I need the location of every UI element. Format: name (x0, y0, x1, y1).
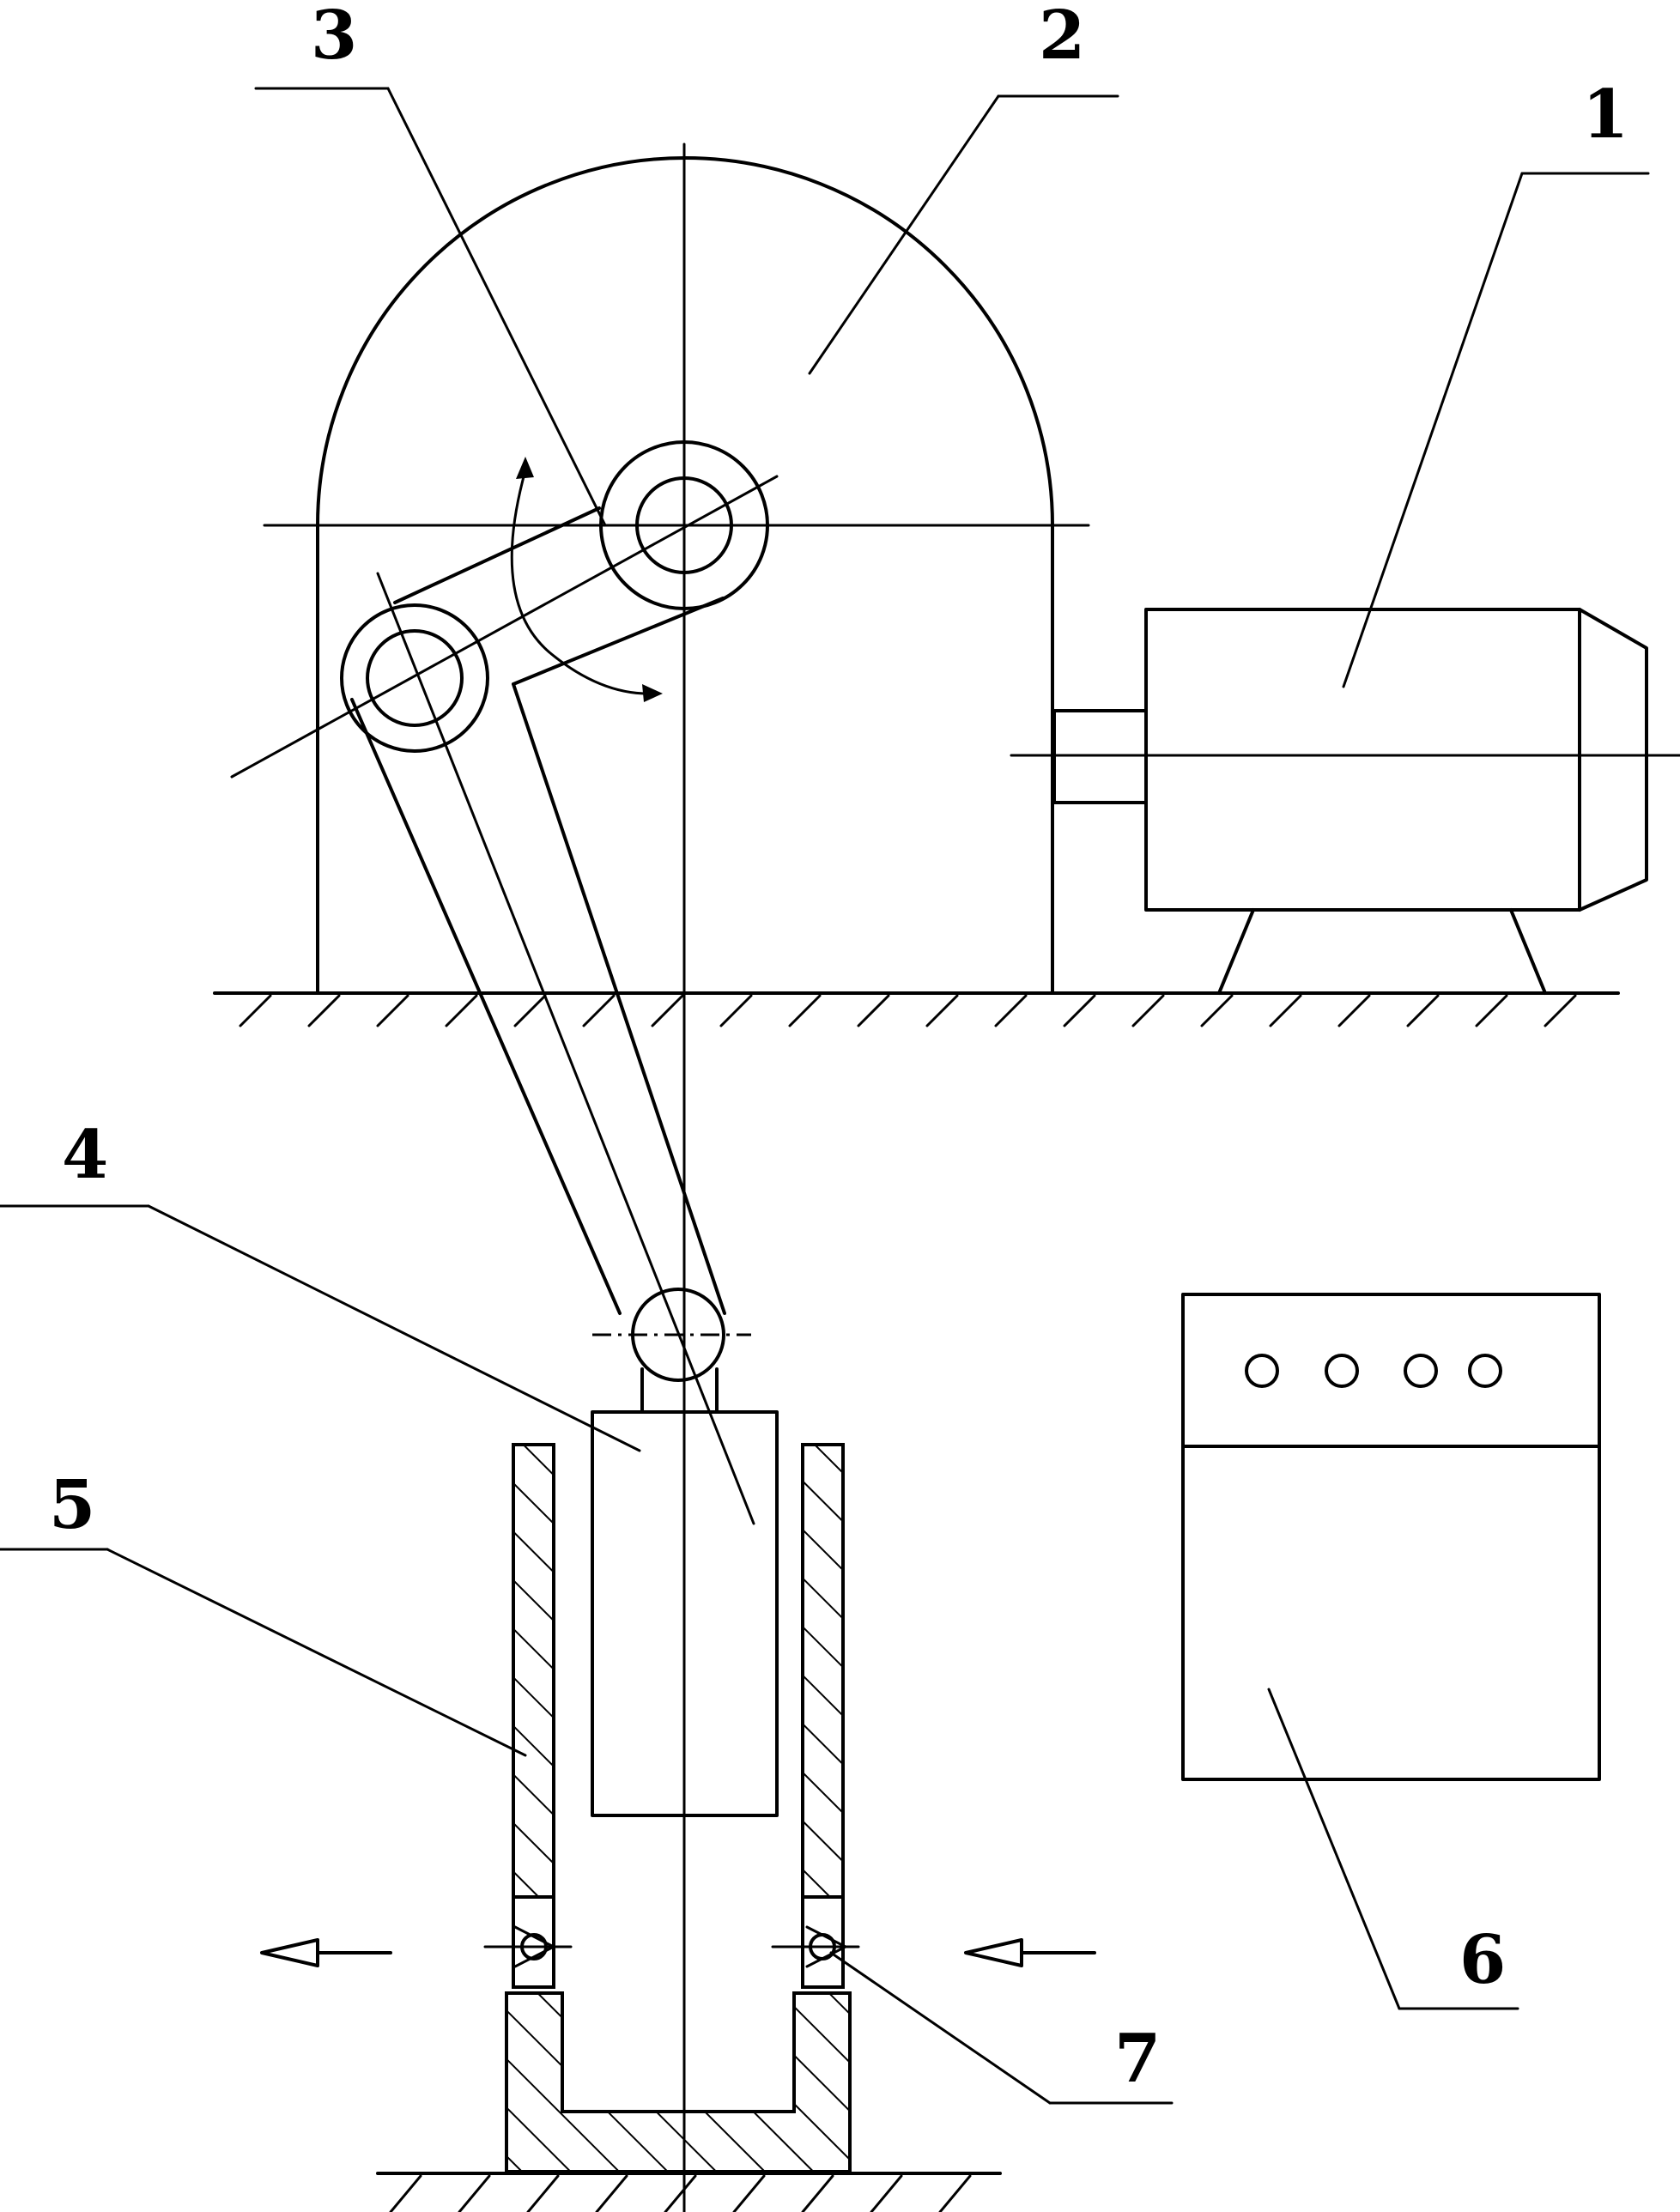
leader-lines (0, 87, 1650, 2105)
reducer-housing (263, 156, 1090, 995)
plunger (591, 1367, 779, 1817)
motor (1010, 608, 1680, 995)
label-control-box: 6 (1459, 1921, 1506, 1999)
pump-cylinder (376, 1443, 1002, 2212)
label-reducer: 2 (1039, 0, 1085, 75)
check-valves (483, 1925, 860, 1968)
upper-ground (213, 991, 1620, 1027)
label-plunger: 4 (62, 1116, 108, 1194)
control-box (1181, 1293, 1601, 1781)
label-cylinder: 5 (49, 1466, 95, 1544)
label-valve: 7 (1114, 2020, 1161, 2098)
crank-assembly (230, 440, 779, 779)
label-motor: 1 (1582, 76, 1628, 154)
label-crank: 3 (311, 0, 357, 75)
flow-arrows (260, 1938, 1096, 1967)
connecting-rod (350, 572, 755, 1525)
